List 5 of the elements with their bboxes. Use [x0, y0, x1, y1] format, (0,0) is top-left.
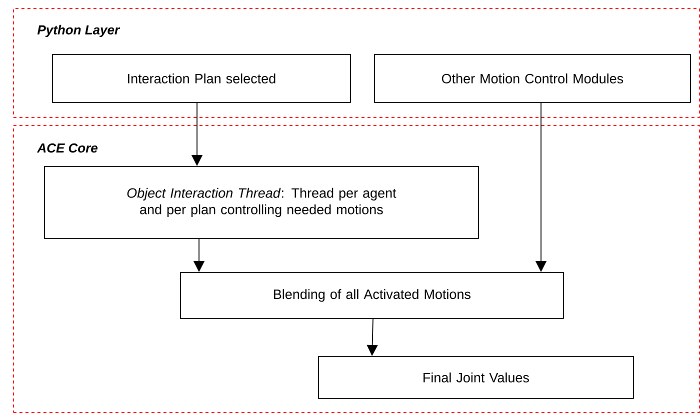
process-box: Other Motion Control Modules	[374, 54, 691, 103]
process-box: Final Joint Values	[318, 356, 634, 399]
process-box: Interaction Plan selected	[52, 54, 351, 103]
process-box: Object Interaction Thread: Thread per agent and per plan controlling needed motions	[44, 166, 479, 239]
process-box: Blending of all Activated Motions	[180, 272, 564, 319]
